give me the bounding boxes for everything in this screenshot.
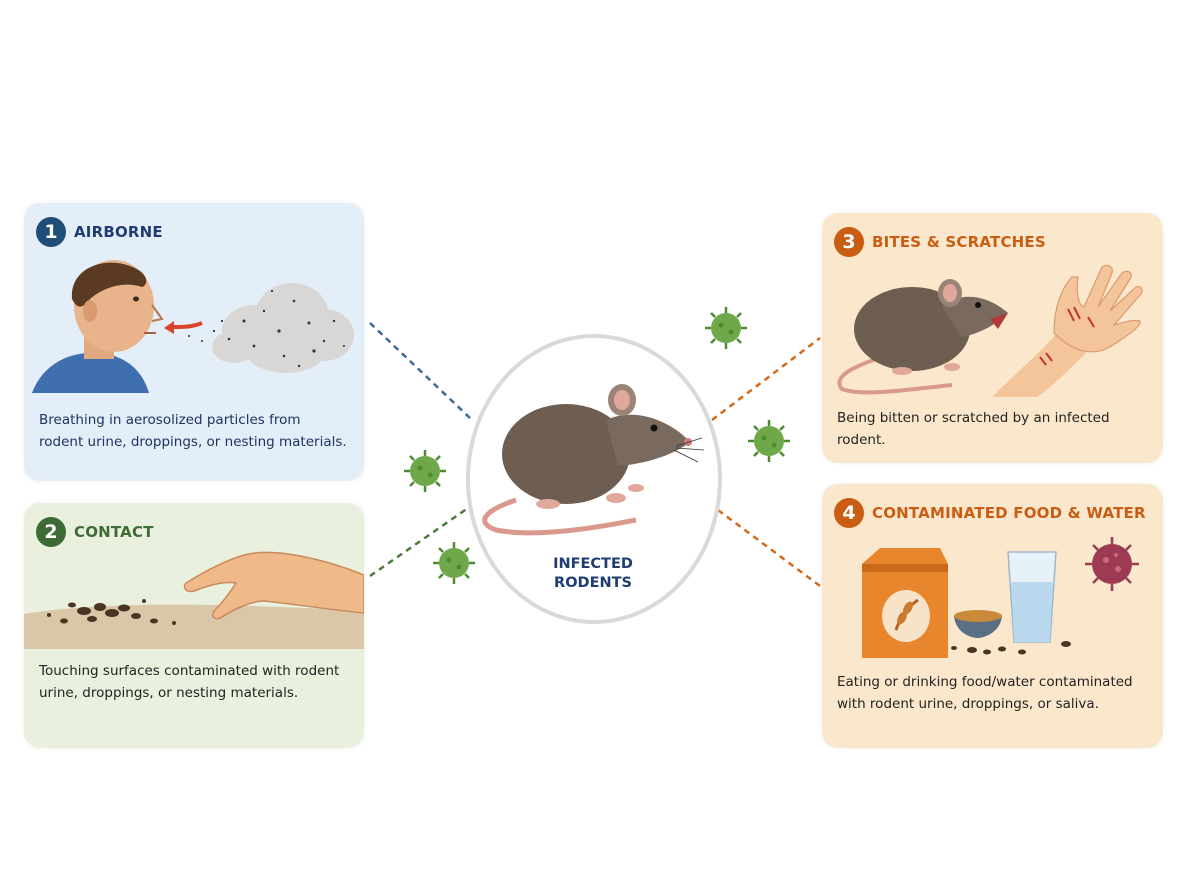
panel-bites-header: 3 BITES & SCRATCHES	[834, 227, 1046, 257]
panel-title: CONTAMINATED FOOD & WATER	[872, 504, 1146, 522]
virus-icon	[404, 450, 446, 492]
panel-title: AIRBORNE	[74, 223, 163, 241]
panel-contact-header: 2 CONTACT	[36, 517, 154, 547]
panel-contaminated-food-water: 4 CONTAMINATED FOOD & WATER	[822, 484, 1163, 748]
panel-description: Eating or drinking food/water contaminat…	[837, 674, 1133, 712]
panel-title: CONTACT	[74, 523, 154, 541]
rat-icon	[482, 384, 705, 536]
rat-biting-icon	[837, 264, 1143, 397]
hand-touching-icon	[24, 551, 364, 649]
step-number-badge: 1	[36, 217, 66, 247]
connector-airborne	[369, 322, 471, 419]
step-number-badge: 4	[834, 498, 864, 528]
panel-description: Breathing in aerosolized particles from …	[39, 412, 347, 450]
virus-icon	[1085, 537, 1139, 591]
person-breathing-icon	[32, 260, 354, 393]
virus-icon	[748, 420, 790, 462]
virus-icon	[705, 307, 747, 349]
panel-title: BITES & SCRATCHES	[872, 233, 1046, 251]
panel-food-header: 4 CONTAMINATED FOOD & WATER	[834, 498, 1146, 528]
step-number-badge: 3	[834, 227, 864, 257]
panel-contact: 2 CONTACT Touching surfaces contaminated…	[24, 503, 364, 748]
center-label-line2: RODENTS	[554, 575, 632, 591]
connector-food	[717, 508, 821, 588]
panel-airborne-header: 1 AIRBORNE	[36, 217, 163, 247]
panel-airborne: 1 AIRBORNE	[24, 203, 364, 481]
food-water-icon	[862, 537, 1139, 658]
center-label: INFECTED RODENTS	[520, 555, 666, 593]
virus-icon	[433, 542, 475, 584]
step-number-badge: 2	[36, 517, 66, 547]
connector-contact	[369, 506, 469, 578]
center-label-line1: INFECTED	[553, 556, 633, 572]
panel-description: Being bitten or scratched by an infected…	[837, 410, 1110, 448]
connector-bites	[711, 337, 821, 421]
panel-bites-scratches: 3 BITES & SCRATCHES Being bitten or scra…	[822, 213, 1163, 463]
panel-description: Touching surfaces contaminated with rode…	[39, 663, 340, 701]
